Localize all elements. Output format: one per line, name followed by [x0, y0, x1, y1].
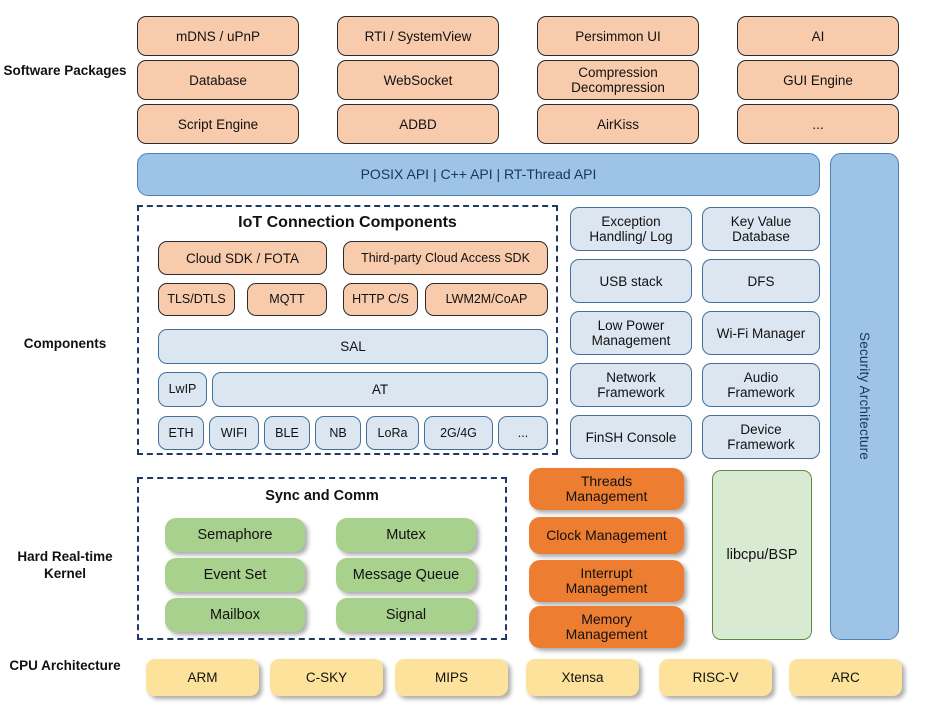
cpu-risc-v[interactable]: RISC-V	[659, 659, 772, 696]
cpu-arm[interactable]: ARM	[146, 659, 259, 696]
iot-cloud-sdk-fota[interactable]: Cloud SDK / FOTA	[158, 241, 327, 275]
package-websocket[interactable]: WebSocket	[337, 60, 499, 100]
package-mdns-upnp[interactable]: mDNS / uPnP	[137, 16, 299, 56]
package-adbd[interactable]: ADBD	[337, 104, 499, 144]
component-key-value-database[interactable]: Key Value Database	[702, 207, 820, 251]
cpu-arc[interactable]: ARC	[789, 659, 902, 696]
kernel-clock-management[interactable]: Clock Management	[529, 517, 684, 554]
iot-tls-dtls[interactable]: TLS/DTLS	[158, 283, 235, 316]
iot-lwm2m-coap[interactable]: LWM2M/CoAP	[425, 283, 548, 316]
component-wifi-manager[interactable]: Wi-Fi Manager	[702, 311, 820, 355]
cpu-mips[interactable]: MIPS	[395, 659, 508, 696]
iot-link-nb[interactable]: NB	[315, 416, 361, 450]
component-usb-stack[interactable]: USB stack	[570, 259, 692, 303]
component-dfs[interactable]: DFS	[702, 259, 820, 303]
package-persimmon-ui[interactable]: Persimmon UI	[537, 16, 699, 56]
iot-link-eth[interactable]: ETH	[158, 416, 204, 450]
section-label-components: Components	[23, 336, 107, 351]
iot-sal[interactable]: SAL	[158, 329, 548, 364]
component-low-power-management[interactable]: Low Power Management	[570, 311, 692, 355]
component-network-framework[interactable]: Network Framework	[570, 363, 692, 407]
kernel-semaphore[interactable]: Semaphore	[165, 518, 305, 552]
section-label-cpu: CPU Architecture	[9, 658, 121, 673]
iot-lwip[interactable]: LwIP	[158, 372, 207, 407]
api-bar: POSIX API | C++ API | RT-Thread API	[137, 153, 820, 196]
section-label-software-packages: Software Packages	[3, 63, 127, 78]
section-label-kernel: Hard Real-time Kernel	[17, 549, 113, 581]
component-audio-framework[interactable]: Audio Framework	[702, 363, 820, 407]
package-rti-systemview[interactable]: RTI / SystemView	[337, 16, 499, 56]
package-more[interactable]: ...	[737, 104, 899, 144]
cpu-xtensa[interactable]: Xtensa	[526, 659, 639, 696]
package-database[interactable]: Database	[137, 60, 299, 100]
package-compression-decompression[interactable]: Compression Decompression	[537, 60, 699, 100]
iot-link-ble[interactable]: BLE	[264, 416, 310, 450]
package-gui-engine[interactable]: GUI Engine	[737, 60, 899, 100]
iot-at[interactable]: AT	[212, 372, 548, 407]
kernel-memory-management[interactable]: Memory Management	[529, 606, 684, 648]
iot-mqtt[interactable]: MQTT	[247, 283, 327, 316]
iot-http-cs[interactable]: HTTP C/S	[343, 283, 418, 316]
security-architecture-label: Security Architecture	[857, 332, 872, 461]
iot-group-title: IoT Connection Components	[238, 214, 457, 231]
sync-and-comm-group	[137, 477, 507, 640]
kernel-interrupt-management[interactable]: Interrupt Management	[529, 560, 684, 602]
kernel-threads-management[interactable]: Threads Management	[529, 468, 684, 510]
security-architecture-bar: Security Architecture	[830, 153, 899, 640]
component-exception-handling-log[interactable]: Exception Handling/ Log	[570, 207, 692, 251]
iot-link-lora[interactable]: LoRa	[366, 416, 419, 450]
iot-link-wifi[interactable]: WIFI	[209, 416, 259, 450]
iot-link-more[interactable]: ...	[498, 416, 548, 450]
iot-third-party-cloud-access-sdk[interactable]: Third-party Cloud Access SDK	[343, 241, 548, 275]
kernel-mailbox[interactable]: Mailbox	[165, 598, 305, 632]
kernel-event-set[interactable]: Event Set	[165, 558, 305, 592]
iot-link-2g-4g[interactable]: 2G/4G	[424, 416, 493, 450]
package-script-engine[interactable]: Script Engine	[137, 104, 299, 144]
sync-and-comm-title: Sync and Comm	[265, 488, 379, 504]
package-airkiss[interactable]: AirKiss	[537, 104, 699, 144]
kernel-signal[interactable]: Signal	[336, 598, 476, 632]
kernel-libcpu-bsp[interactable]: libcpu/BSP	[712, 470, 812, 640]
kernel-message-queue[interactable]: Message Queue	[336, 558, 476, 592]
kernel-mutex[interactable]: Mutex	[336, 518, 476, 552]
cpu-c-sky[interactable]: C-SKY	[270, 659, 383, 696]
component-finsh-console[interactable]: FinSH Console	[570, 415, 692, 459]
iot-connection-components-group	[137, 205, 558, 455]
package-ai[interactable]: AI	[737, 16, 899, 56]
component-device-framework[interactable]: Device Framework	[702, 415, 820, 459]
